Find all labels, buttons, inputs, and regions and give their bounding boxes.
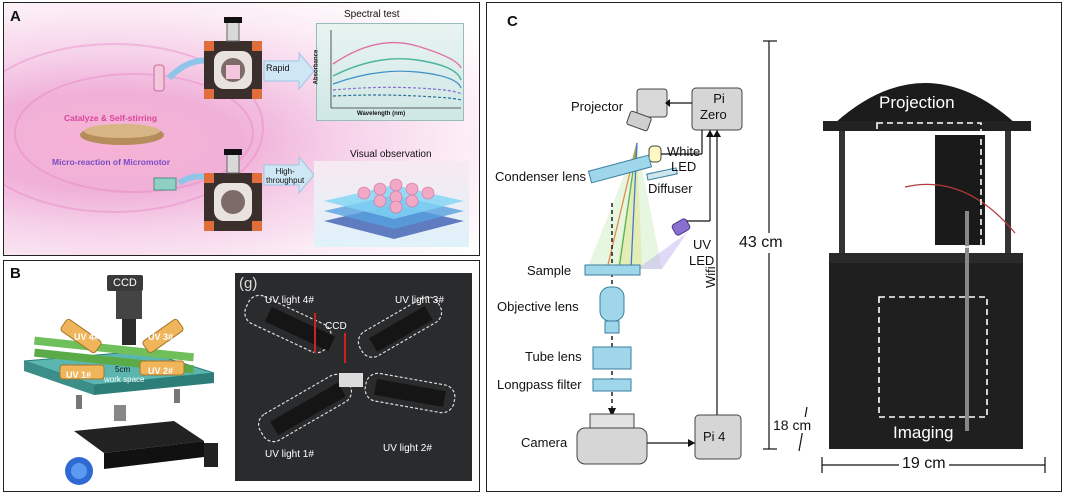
well-plate-icon [153,177,177,191]
well-plate-stack-drawing [324,178,464,239]
spectral-curves [330,30,462,109]
uv-lights-photo: (g) UV light 4# UV light 3# CCD UV light… [235,273,472,481]
panel-b: B CCD UV 1# UV 2# UV 3# UV 4# 5cm work s… [3,260,480,492]
imaging-label: Imaging [893,423,954,442]
uv-light-1-icon [59,364,105,380]
longpass-filter-icon [592,378,632,392]
panel-a: A [3,2,480,256]
micromotor-label: Micro-reaction of Micromotor [52,157,171,167]
highthroughput-line1: High- [275,167,295,176]
rail [34,336,194,362]
projector-icon [626,88,668,132]
objective-lens-icon [599,286,625,334]
uv-led-line1: UV [693,237,712,252]
arrow-right-icon [263,155,315,195]
photo-uv1-label: UV light 1# [265,449,314,460]
camera-label: Camera [521,435,568,450]
ccd-label: CCD [107,275,143,291]
uv4-label: UV 4# [74,332,100,342]
spectral-ylabel: Absorbance [313,49,320,85]
distance-label: 5cm [115,365,131,374]
xy-stage-label: x-y stage [152,449,189,459]
highthroughput-line2: throughput [266,176,305,185]
uv-led-line2: LED [689,253,715,268]
curved-arrow-icon [166,57,210,81]
uv-lights-photo-drawing [235,273,472,481]
wifi-label: Wifi [703,266,718,288]
microscope-schematic [576,40,1046,473]
pi-zero-line2: Zero [700,107,727,122]
pi-zero-line1: Pi [713,91,725,106]
pi4-box [694,414,742,460]
spectral-test-title: Spectral test [344,9,400,20]
vial-icon [153,64,165,92]
height-label: 43 cm [737,233,785,253]
uv-light-3-icon [142,318,184,354]
width-label: 19 cm [899,455,949,473]
condenser-label: Condenser lens [495,169,587,184]
pi4-label: Pi 4 [703,429,726,444]
projection-label: Projection [879,93,955,112]
panel-a-illustration [80,17,315,231]
panel-c: C [486,2,1062,492]
panel-c-letter: C [507,13,518,30]
uv-light-4-icon [60,318,102,354]
uv-light-2-icon [139,360,185,376]
spectral-plot: Wavelength (nm) Absorbance [313,23,464,121]
uv-setup-schematic [23,291,218,485]
uv1-label: UV 1# [66,370,92,380]
catalyze-label: Catalyze & Self-stirring [64,113,158,123]
longpass-label: Longpass filter [497,377,582,392]
visual-observation-title: Visual observation [350,149,432,160]
photo-ccd-label: CCD [325,321,347,332]
stage-post [114,405,126,421]
photo-uv2-label: UV light 2# [383,443,432,454]
sample-slide-icon [584,264,641,276]
work-space-label: work space [104,375,145,384]
uv2-label: UV 2# [148,366,174,376]
photo-uv3-label: UV light 3# [395,295,444,306]
diffuser-icon [646,167,678,181]
uv-led-icon [671,218,691,236]
photo-uv4-label: UV light 4# [265,295,314,306]
device-photo [815,83,1045,453]
micrometer-icon [204,443,218,467]
depth-label: 18 cm [773,417,812,433]
well-plate-stack [314,161,469,247]
condenser-lens-icon [587,154,653,184]
projector-label: Projector [571,99,624,114]
spectrometer-cube-icon [204,17,262,99]
white-led-icon [648,145,662,163]
panel-b-letter: B [10,265,21,282]
xy-stage-icon [74,421,204,453]
tube-lens-icon [592,346,632,370]
arrow-right-icon [263,51,315,91]
swirl-decoration [4,43,264,213]
camera-cube-icon [204,149,262,231]
device-photo-drawing [823,83,1031,449]
rapid-label: Rapid [266,63,290,73]
highthroughput-label: High- throughput [266,167,304,185]
objective-label: Objective lens [497,299,579,314]
camera-icon [576,413,648,465]
sample-label: Sample [527,263,572,278]
photo-tag-label: (g) [239,275,258,292]
ccd-camera-icon [116,291,142,319]
tube-lens-label: Tube lens [525,349,582,364]
panel-a-letter: A [10,8,21,25]
diffuser-label: Diffuser [648,181,693,196]
white-led-line2: LED [671,159,697,174]
uv3-label: UV 3# [148,332,174,342]
swirl-decoration [14,73,254,193]
white-led-line1: White [667,144,701,159]
spectral-xlabel: Wavelength (nm) [357,111,406,117]
